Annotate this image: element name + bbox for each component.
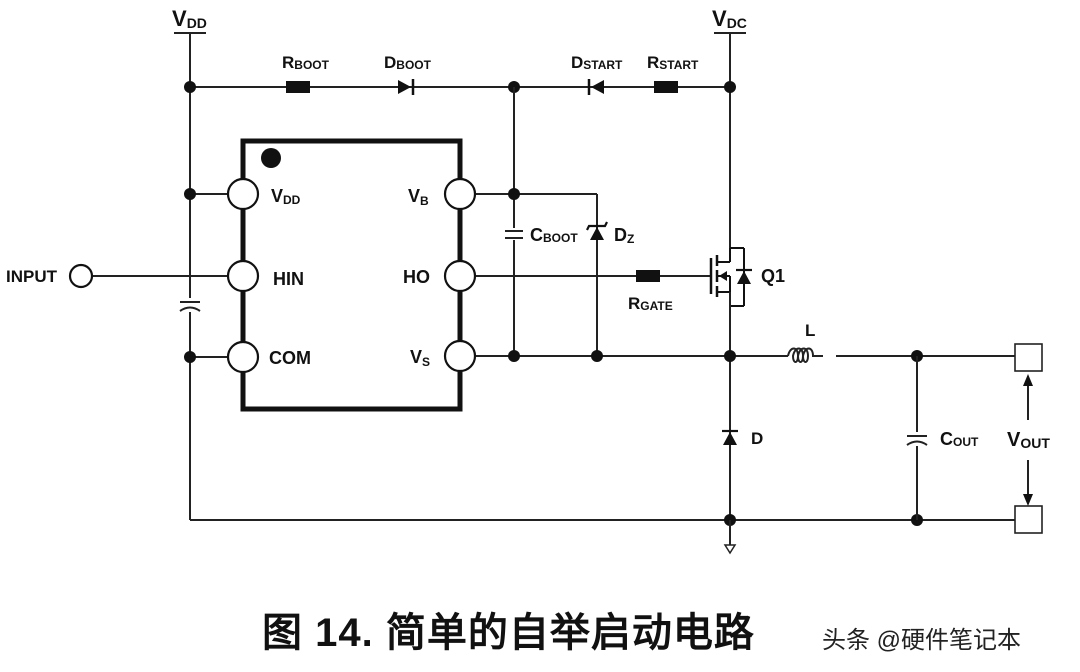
d-boot-label: DBOOT	[384, 53, 432, 72]
ic-pin-vdd	[226, 177, 260, 211]
inductor-l	[787, 345, 836, 363]
r-gate-resistor	[636, 270, 660, 282]
r-boot-resistor	[286, 81, 310, 93]
ground-icon	[723, 544, 737, 555]
junction-dot	[724, 81, 736, 93]
r-gate-label: RGATE	[628, 294, 673, 313]
svg-text:VB: VB	[408, 186, 429, 208]
svg-text:VDC: VDC	[712, 6, 747, 31]
dz-label: DZ	[614, 225, 634, 246]
junction-dot	[184, 188, 196, 200]
svg-text:RSTART: RSTART	[647, 53, 699, 72]
junction-dot	[591, 350, 603, 362]
vout-terminal-bottom	[1014, 505, 1043, 534]
svg-text:RGATE: RGATE	[628, 294, 673, 313]
svg-text:VDD: VDD	[271, 186, 301, 207]
svg-text:VOUT: VOUT	[1007, 429, 1050, 451]
vout-label: VOUT	[1007, 429, 1050, 451]
junction-dot	[184, 81, 196, 93]
vout-arrow-up	[1023, 374, 1033, 420]
svg-text:RBOOT: RBOOT	[282, 53, 330, 72]
q1-label: Q1	[761, 266, 785, 286]
pin-label-ho: HO	[403, 267, 430, 287]
r-start-resistor	[654, 81, 678, 93]
svg-text:DZ: DZ	[614, 225, 634, 246]
c-boot-capacitor	[504, 228, 524, 240]
d-start-diode	[587, 79, 604, 95]
junction-dot	[184, 351, 196, 363]
svg-text:COM: COM	[269, 348, 311, 368]
pin-label-vdd: VDD	[271, 186, 301, 207]
watermark: 头条 @硬件笔记本	[822, 627, 1022, 654]
input-terminal	[68, 263, 94, 289]
vdc-rail-label: VDC	[712, 6, 747, 31]
junction-dot	[508, 350, 520, 362]
pin-label-vs: VS	[410, 347, 430, 369]
ic-pin-vb	[443, 177, 477, 211]
figure-caption: 图 14. 简单的自举启动电路	[262, 611, 755, 655]
pin-label-com: COM	[269, 348, 311, 368]
vout-arrow-down	[1023, 460, 1033, 506]
vdd-rail-label: VDD	[172, 6, 207, 31]
svg-text:DSTART: DSTART	[571, 53, 623, 72]
r-boot-label: RBOOT	[282, 53, 330, 72]
d-start-label: DSTART	[571, 53, 623, 72]
ic-pin-vs	[443, 339, 477, 373]
ic-pin-ho	[443, 259, 477, 293]
freewheel-diode	[722, 429, 738, 445]
pin-label-vb: VB	[408, 186, 429, 208]
c-out-capacitor	[906, 432, 928, 446]
diode-d-label: D	[751, 429, 763, 448]
ic-pin1-marker	[261, 148, 281, 168]
pin-label-hin: HIN	[273, 269, 304, 289]
r-start-label: RSTART	[647, 53, 699, 72]
ic-pin-com	[226, 340, 260, 374]
input-label: INPUT	[6, 267, 58, 286]
svg-text:VDD: VDD	[172, 6, 207, 31]
svg-text:HIN: HIN	[273, 269, 304, 289]
svg-text:HO: HO	[403, 267, 430, 287]
ic-pin-hin	[226, 259, 260, 293]
c-out-label: COUT	[940, 429, 979, 449]
inductor-label: L	[805, 321, 815, 340]
junction-dot	[508, 188, 520, 200]
svg-text:CBOOT: CBOOT	[530, 225, 578, 245]
svg-text:COUT: COUT	[940, 429, 979, 449]
junction-dot	[724, 350, 736, 362]
d-boot-diode	[398, 79, 415, 95]
vdd-decoupling-capacitor	[179, 298, 201, 312]
svg-text:DBOOT: DBOOT	[384, 53, 432, 72]
vout-terminal-top	[1014, 343, 1043, 372]
dz-zener-diode	[586, 221, 608, 240]
q1-mosfet	[709, 247, 752, 307]
svg-text:VS: VS	[410, 347, 430, 369]
c-boot-label: CBOOT	[530, 225, 578, 245]
